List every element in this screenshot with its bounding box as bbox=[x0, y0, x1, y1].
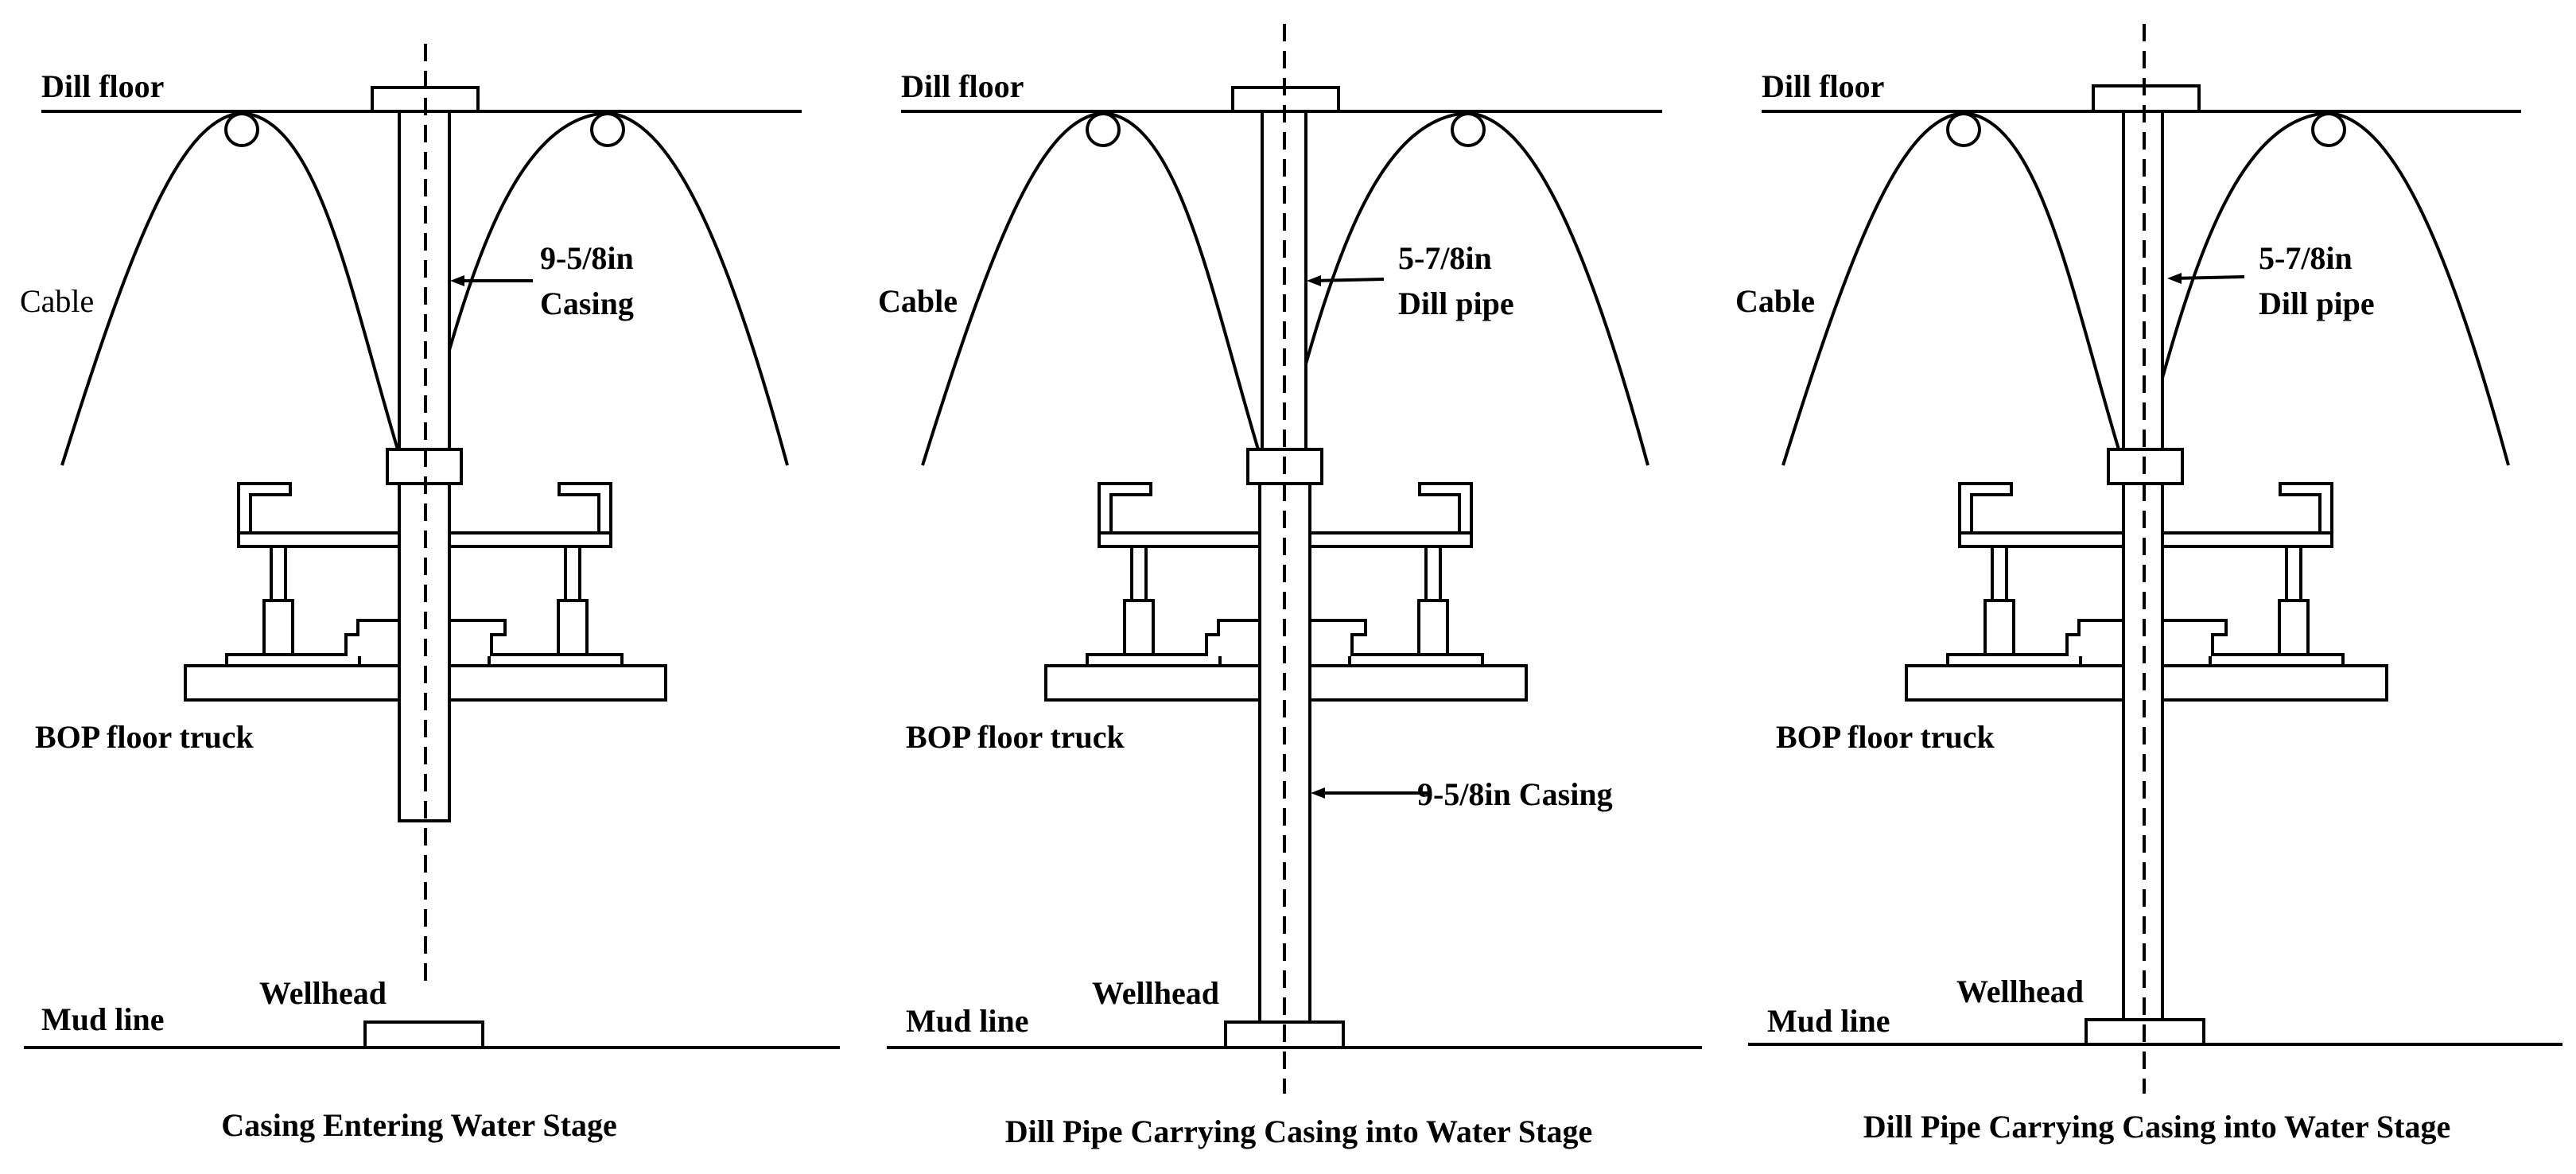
cable-left bbox=[921, 111, 1260, 466]
pipe-leader-arrowhead bbox=[2167, 273, 2182, 284]
panel-caption: Dill Pipe Carrying Casing into Water Sta… bbox=[1863, 1109, 2451, 1145]
sheave-left bbox=[1086, 112, 1121, 147]
cable-label: Cable bbox=[878, 283, 958, 319]
bop-floor-truck-label: BOP floor truck bbox=[35, 719, 254, 755]
pipe-size-label: 5-7/8in bbox=[2259, 240, 2353, 276]
sheave-right bbox=[1451, 112, 1486, 147]
pipe-type-label: Dill pipe bbox=[1398, 286, 1514, 321]
jack-rod-left bbox=[1130, 545, 1148, 602]
sheave-left bbox=[224, 112, 259, 147]
panel-3: Dill floor Cable 5-7/8in Dill pipe BOP f… bbox=[1735, 24, 2562, 1145]
drill-floor-label: Dill floor bbox=[41, 68, 164, 104]
rotary-table bbox=[2092, 84, 2201, 113]
casing-label: 9-5/8in Casing bbox=[1417, 776, 1613, 812]
wellhead-label: Wellhead bbox=[1956, 974, 2084, 1009]
drill-floor-label: Dill floor bbox=[901, 68, 1024, 104]
beam-hook-left bbox=[1098, 482, 1152, 533]
pipe-leader-arrowhead bbox=[450, 275, 464, 286]
wellhead bbox=[363, 1020, 484, 1049]
bop-rail-left bbox=[1946, 653, 2082, 667]
jack-cylinder-left bbox=[1123, 599, 1155, 656]
pipe-size-label: 5-7/8in bbox=[1398, 240, 1492, 276]
beam-hook-right bbox=[2279, 482, 2333, 533]
panel-1: Dill floor Cable 9-5/8in Casing BOP floo… bbox=[20, 44, 840, 1143]
mud-line-label: Mud line bbox=[906, 1003, 1028, 1039]
pipe-leader bbox=[1311, 278, 1385, 282]
pipe-size-label: 9-5/8in bbox=[540, 240, 634, 276]
sheave-right bbox=[2311, 112, 2346, 147]
bop-rail-right bbox=[488, 653, 624, 667]
sheave-left bbox=[1946, 112, 1981, 147]
beam-hook-left bbox=[237, 482, 292, 533]
casing-pipe bbox=[1258, 482, 1311, 1024]
mud-line-label: Mud line bbox=[41, 1001, 164, 1037]
drill-floor-label: Dill floor bbox=[1762, 68, 1884, 104]
beam-hook-left bbox=[1958, 482, 2013, 533]
panel-2: Dill floor Cable 5-7/8in Dill pipe BOP f… bbox=[878, 24, 1702, 1149]
beam-hook-right bbox=[1418, 482, 1473, 533]
jack-cylinder-right bbox=[557, 599, 589, 656]
jack-cylinder-left bbox=[1983, 599, 2015, 656]
jack-cylinder-right bbox=[1417, 599, 1449, 656]
jack-rod-right bbox=[1424, 545, 1442, 602]
pipe-type-label: Casing bbox=[540, 286, 634, 321]
pipe-leader-arrowhead bbox=[1307, 275, 1321, 286]
bop-floor-truck-label: BOP floor truck bbox=[906, 719, 1125, 755]
jack-rod-left bbox=[1991, 545, 2008, 602]
panel-caption: Casing Entering Water Stage bbox=[221, 1107, 616, 1143]
wellhead-label: Wellhead bbox=[259, 975, 387, 1011]
jack-rod-right bbox=[564, 545, 581, 602]
jack-rod-left bbox=[270, 545, 287, 602]
pipe-leader bbox=[2172, 275, 2245, 280]
beam-hook-right bbox=[558, 482, 612, 533]
bop-rail-left bbox=[225, 653, 361, 667]
casing-leader-arrowhead bbox=[1311, 787, 1325, 799]
elevator-clamp bbox=[1246, 448, 1323, 485]
panel-caption: Dill Pipe Carrying Casing into Water Sta… bbox=[1005, 1114, 1593, 1149]
jack-cylinder-left bbox=[262, 599, 294, 656]
bop-rail-right bbox=[1348, 653, 1484, 667]
jack-rod-right bbox=[2285, 545, 2302, 602]
mud-line-label: Mud line bbox=[1767, 1003, 1890, 1039]
bop-rail-left bbox=[1086, 653, 1222, 667]
cable-label: Cable bbox=[1735, 283, 1815, 319]
sheave-right bbox=[590, 112, 625, 147]
bop-rail-right bbox=[2209, 653, 2345, 667]
cable-left bbox=[1781, 111, 2120, 466]
jack-cylinder-right bbox=[2278, 599, 2310, 656]
pipe-type-label: Dill pipe bbox=[2259, 286, 2375, 321]
cable-label: Cable bbox=[20, 283, 94, 319]
cable-left bbox=[60, 111, 399, 466]
wellhead-label: Wellhead bbox=[1092, 975, 1219, 1011]
bop-floor-truck-label: BOP floor truck bbox=[1776, 719, 1995, 755]
